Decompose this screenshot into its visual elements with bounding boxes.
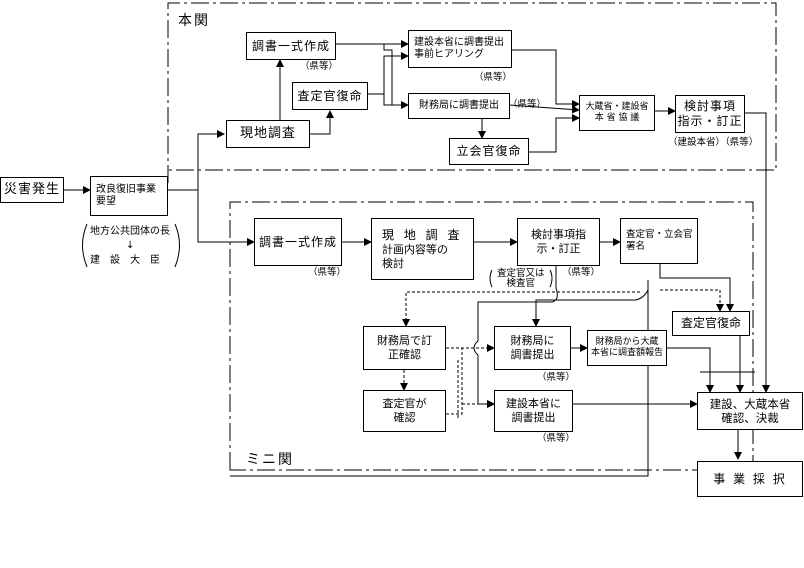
satei-kakunin-line-2: 確認 — [393, 411, 416, 424]
kento-a-line-2: 指示・訂正 — [677, 114, 743, 128]
disaster-box: 災害発生 — [0, 177, 64, 203]
zaimu-teisei-box: 財務局で訂 正確認 — [363, 326, 446, 370]
genchi-b-line-3: 検討 — [382, 256, 404, 270]
ken-label-7: （県等） — [537, 433, 576, 444]
paren-right-chiho — [174, 223, 180, 268]
dashed-satei-kensetsu — [446, 348, 463, 415]
arrow-kairyo-chosho-b — [197, 190, 255, 246]
zaimu-teishutsu-a-box: 財務局に調書提出 — [408, 93, 510, 119]
ken-label-6: （県等） — [537, 372, 576, 383]
satei-b-box: 査定官復命 — [672, 311, 750, 336]
arrow-genchi-satei-a — [310, 110, 334, 135]
chosho-b-text: 調書一式作成 — [258, 234, 337, 249]
satei-a-text: 査定官復命 — [297, 88, 363, 103]
kyogi-box: 大蔵省・建設省 本 省 協 議 — [579, 95, 655, 131]
kensetsu-teishutsu-a-box: 建設本省に調書提出 事前ヒアリング — [408, 30, 512, 68]
tachiai-a-text: 立会官復命 — [456, 144, 522, 158]
kensetsu-b-line-2: 調書提出 — [511, 411, 556, 424]
kensetsu-a-line-2: 事前ヒアリング — [414, 49, 484, 60]
zaimu-b-line-2: 調書提出 — [510, 348, 555, 361]
zaimu-teishutsu-b-box: 財務局に 調書提出 — [494, 326, 571, 370]
arrow-zaimu-kyogi — [508, 104, 580, 114]
arrow-kairyo-genchi-a — [167, 130, 225, 191]
dashed-shomei-zaimu-teisei — [660, 289, 724, 312]
zaimu-b-line-1: 財務局に — [510, 334, 555, 348]
arrow-satei-zaimu-a — [383, 94, 409, 109]
kessai-line-1: 建設、大蔵本省 — [709, 396, 791, 411]
satei-a-box: 査定官復命 — [292, 82, 368, 110]
ken-label-1: （県等） — [300, 61, 339, 72]
saitaku-box: 事 業 採 択 — [697, 461, 803, 497]
arrow-tachiai-kyogi — [529, 114, 580, 153]
saitaku-text: 事 業 採 択 — [713, 471, 787, 486]
arrow-chosho-zaimu-a — [383, 44, 393, 105]
kensetsu-b-line-1: 建設本省に — [506, 397, 561, 411]
arrow-shomei-satei-b — [659, 264, 734, 312]
minikan-region-label: ミニ関 — [246, 452, 294, 468]
shomei-line-2: 署名 — [626, 241, 646, 252]
kairyo-line-2: 要望 — [96, 196, 116, 207]
chiho-label: 地方公共団体の長 — [90, 226, 170, 237]
ken-label-4: （県等） — [308, 267, 347, 278]
shomei-line-1: 査定官・立会官 — [626, 229, 693, 241]
dashed-to-zaimu-teisei — [402, 291, 640, 327]
chosho-a-text: 調書一式作成 — [251, 38, 330, 53]
ken-label-5: （県等） — [562, 267, 601, 278]
chosho-a-box: 調書一式作成 — [246, 32, 336, 60]
arrow-hokoku-kessai — [667, 347, 714, 393]
satei-b-text: 査定官復命 — [680, 316, 741, 330]
arrow-kensetsu-kyogi — [510, 49, 580, 108]
genchi-b-box: 現 地 調 査 計画内容等の 検討 — [371, 218, 474, 280]
satei-kensa-label: 査定官又は 検査官 — [497, 268, 545, 290]
zaimu-teisei-line-1: 財務局で訂 — [377, 334, 432, 348]
paren-left-kensa — [489, 269, 493, 288]
kyogi-line-1: 大蔵省・建設省 — [585, 101, 649, 112]
kensetsu-daijin-label: 建 設 大 臣 — [90, 255, 160, 266]
ken-label-3: （県等） — [508, 99, 547, 110]
kento-b-line-1: 検討事項指 — [531, 228, 586, 242]
satei-kakunin-box: 査定官が 確認 — [363, 390, 446, 432]
hokoku-line-2: 本省に調査額報告 — [590, 348, 663, 358]
chosho-b-box: 調書一式作成 — [254, 218, 342, 266]
tachiai-a-box: 立会官復命 — [449, 138, 529, 165]
honkan-region-label: 本関 — [178, 13, 210, 29]
ken-label-2: （県等） — [474, 72, 513, 83]
zaimu-a-text: 財務局に調書提出 — [419, 99, 499, 111]
paren-left-chiho — [82, 223, 88, 268]
genchi-a-box: 現地調査 — [226, 120, 310, 148]
down-arrow-label: ↓ — [126, 240, 135, 251]
kensetsu-a-line-1: 建設本省に調書提出 — [414, 36, 504, 48]
arrow-satei-kensetsu-a — [368, 52, 409, 95]
kessai-box: 建設、大蔵本省 確認、決裁 — [697, 392, 803, 430]
kensetsu-teishutsu-b-box: 建設本省に 調書提出 — [494, 390, 573, 432]
disaster-text: 災害発生 — [3, 181, 60, 197]
zaimu-hokoku-box: 財務局から大蔵 本省に調査額報告 — [587, 330, 667, 366]
minikan-region-border — [229, 201, 754, 471]
arrow-kento-kessai — [745, 112, 770, 393]
kyogi-line-2: 本 省 協 議 — [594, 113, 640, 123]
satei-kensa-line-1: 査定官又は — [497, 268, 545, 279]
shomei-box: 査定官・立会官 署名 — [620, 218, 698, 264]
zaimu-teisei-line-2: 正確認 — [388, 348, 421, 361]
kento-a-line-1: 検討事項 — [683, 99, 736, 113]
kairyo-box: 改良復旧事業 要望 — [90, 176, 168, 216]
ken-kento-label: （建設本省）（県等） — [668, 137, 759, 148]
genchi-a-text: 現地調査 — [239, 125, 296, 141]
satei-kakunin-line-1: 査定官が — [382, 397, 427, 411]
paren-right-kensa — [549, 269, 553, 288]
arrow-kento-kensetsu-b — [473, 264, 558, 408]
satei-kensa-line-2: 検査官 — [506, 278, 536, 290]
hokoku-line-1: 財務局から大蔵 — [595, 336, 659, 347]
kento-b-box: 検討事項指 示・訂正 — [517, 218, 600, 266]
kairyo-line-1: 改良復旧事業 — [96, 183, 156, 195]
kento-a-box: 検討事項 指示・訂正 — [675, 95, 745, 133]
kessai-line-2: 確認、決裁 — [721, 411, 779, 425]
genchi-b-line-2: 計画内容等の — [382, 242, 448, 256]
genchi-b-line-1: 現 地 調 査 — [382, 227, 463, 242]
honkan-region-border — [167, 2, 777, 183]
arrow-kento-zaimu-b — [532, 280, 649, 327]
kento-b-line-2: 示・訂正 — [536, 242, 581, 255]
